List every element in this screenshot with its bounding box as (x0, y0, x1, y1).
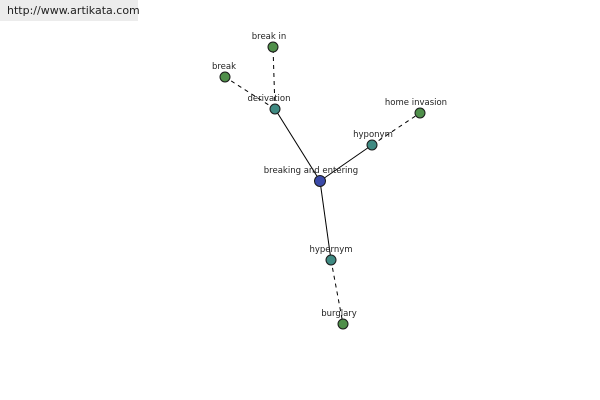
edge-hypernym-to-burglary (330, 259, 344, 325)
labels-layer: breaking and entering derivation hyponym hy… (212, 32, 447, 319)
edge-center-to-hyponym (319, 144, 373, 182)
edge-center-to-derivation (274, 108, 321, 182)
edge-derivation-to-break (224, 76, 276, 110)
node-label-center[interactable]: breaking and entering (264, 166, 358, 176)
edge-center-to-hypernym (319, 180, 332, 261)
node-label-break[interactable]: break (212, 62, 236, 72)
node-center[interactable] (314, 175, 326, 187)
nodes-layer (219, 41, 426, 330)
node-label-break-in[interactable]: break in (252, 32, 287, 42)
edges-layer (224, 46, 421, 325)
node-home-invasion[interactable] (414, 107, 426, 119)
node-label-burglary[interactable]: burglary (321, 309, 357, 319)
node-label-home-invasion[interactable]: home invasion (385, 98, 447, 108)
node-hyponym[interactable] (366, 139, 378, 151)
source-url-banner[interactable]: http://www.artikata.com (0, 0, 140, 21)
edge-hyponym-to-home-invasion (371, 112, 421, 146)
node-label-hypernym[interactable]: hypernym (309, 245, 352, 255)
node-break-in[interactable] (267, 41, 279, 53)
edge-derivation-to-break-in (272, 46, 276, 110)
node-hypernym[interactable] (325, 254, 337, 266)
node-label-derivation[interactable]: derivation (247, 94, 290, 104)
node-break[interactable] (219, 71, 231, 83)
node-label-hyponym[interactable]: hyponym (353, 130, 393, 140)
node-burglary[interactable] (337, 318, 349, 330)
node-derivation[interactable] (269, 103, 281, 115)
